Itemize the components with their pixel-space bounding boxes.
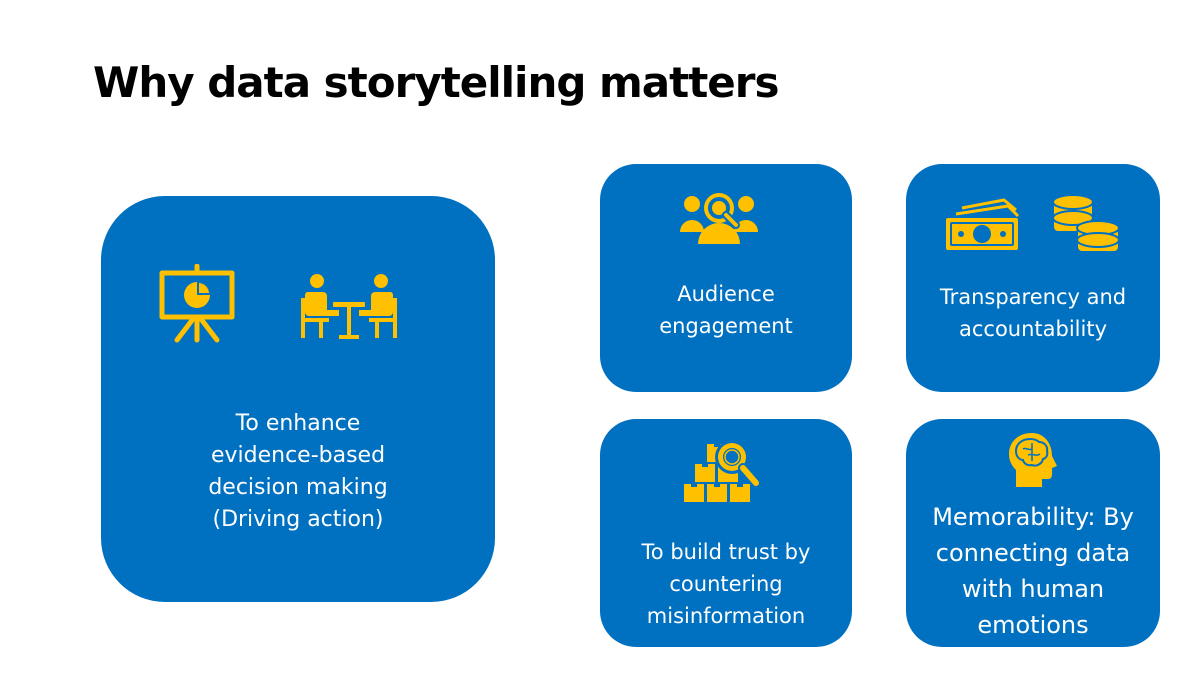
card-text: Audience engagement	[659, 282, 793, 338]
card-memorability: Memorability: By connecting data with hu…	[906, 419, 1160, 647]
card-text: Memorability: By connecting data with hu…	[932, 503, 1134, 639]
card-text: Transparency and accountability	[939, 285, 1127, 341]
card-transparency-accountability: Transparency and accountability	[906, 164, 1160, 392]
audience-search-icon	[678, 188, 760, 246]
card-evidence-based-decision-making: To enhance evidence-based decision makin…	[101, 196, 495, 602]
human-brain-icon	[1006, 431, 1060, 489]
meeting-table-icon	[299, 272, 399, 342]
presentation-board-icon	[157, 264, 237, 344]
coin-stack-icon	[1050, 194, 1122, 256]
banknotes-icon	[944, 194, 1022, 254]
slide-title: Why data storytelling matters	[93, 58, 779, 107]
card-audience-engagement: Audience engagement	[600, 164, 852, 392]
card-build-trust: To build trust by countering misinformat…	[600, 419, 852, 647]
card-text: To enhance evidence-based decision makin…	[208, 411, 388, 532]
card-text: To build trust by countering misinformat…	[641, 540, 811, 628]
inspect-boxes-icon	[680, 433, 762, 507]
